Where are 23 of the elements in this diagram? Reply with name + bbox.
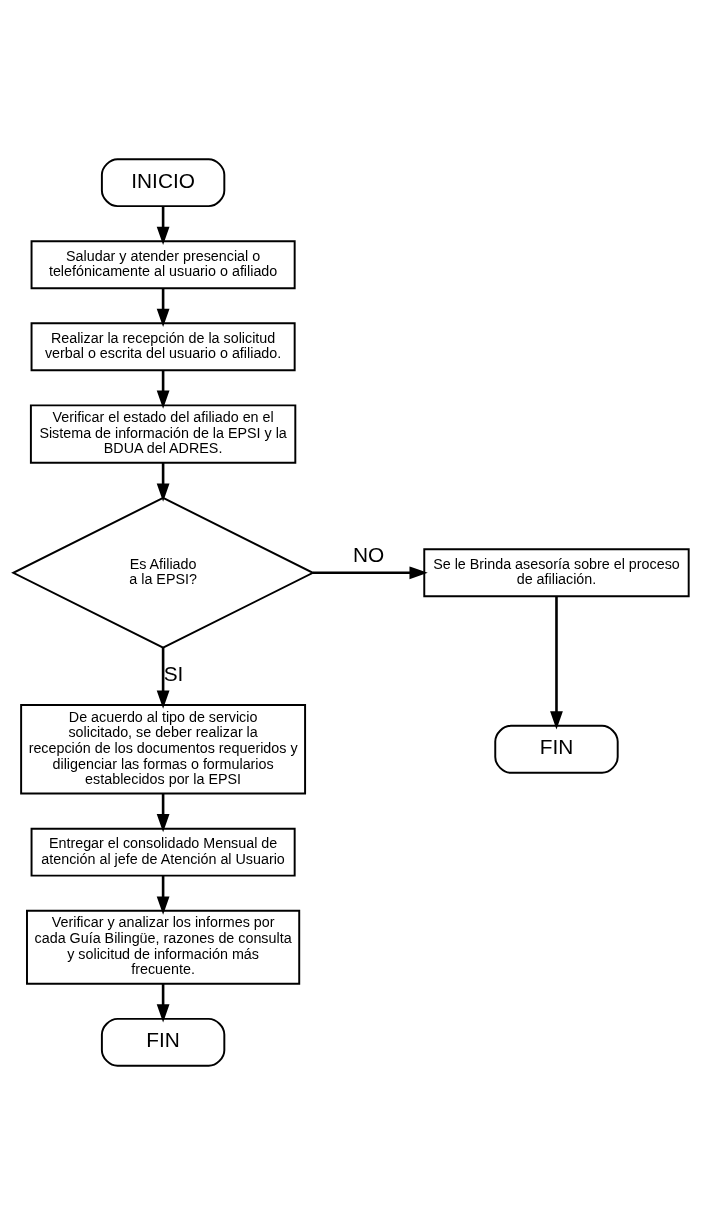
edge-label: NO [352,542,385,566]
arrow [156,206,170,245]
node-diamond: Es Afiliado a la EPSI? [11,496,316,649]
arrow [156,793,170,832]
arrow [156,288,170,327]
arrow [550,595,563,730]
node-box: Verificar y analizar los informes por cada Guía Bilingüe, razones de consulta y solicitud de información más frecuente. [26,909,301,985]
arrow [156,369,170,409]
edge-label: SI [163,661,184,685]
node-box: Entregar el consolidado Mensual de atención al jefe de Atención al Usuario [30,827,296,877]
node-box: Realizar la recepción de la solicitud verbal o escrita del usuario o afiliado. [30,321,296,371]
arrow [156,647,170,709]
arrow [156,462,170,502]
arrow [312,565,428,579]
node-box: Se le Brinda asesoría sobre el proceso de afiliación. [423,547,690,597]
node-box: De acuerdo al tipo de servicio solicitado, se deber realizar la recepción de los documentos requeridos y diligenciar las formas o formularios establecidos por la EPSI [20,703,307,795]
arrow [156,983,170,1023]
node-box: INICIO [100,157,226,207]
arrow [156,875,170,915]
node-box: FIN [494,724,619,774]
node-box: Verificar el estado del afiliado en el Sistema de información de la EPSI y la BDUA del ADRES. [29,403,297,464]
node-box: FIN [100,1017,226,1067]
node-box: Saludar y atender presencial o telefónicamente al usuario o afiliado [30,239,296,289]
